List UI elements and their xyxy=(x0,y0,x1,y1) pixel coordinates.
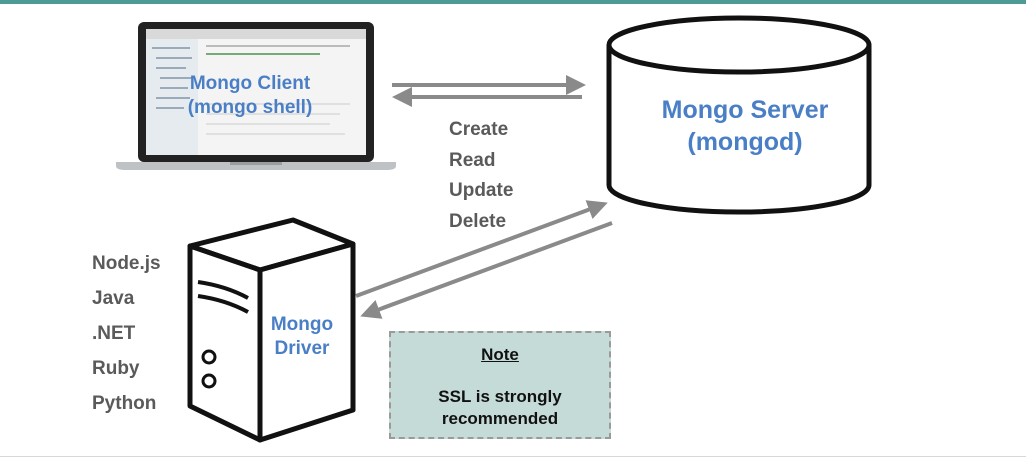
arrow-icon xyxy=(360,221,613,319)
driver-label-line2: Driver xyxy=(274,338,330,359)
language-item: Java xyxy=(92,288,135,309)
crud-item-read: Read xyxy=(449,149,496,171)
language-item: .NET xyxy=(92,323,136,344)
driver-label: Mongo Driver xyxy=(262,313,342,361)
client-label-line1: Mongo Client xyxy=(189,73,311,94)
driver-label-line1: Mongo xyxy=(270,314,334,335)
server-label: Mongo Server (mongod) xyxy=(620,94,870,158)
server-tower-icon xyxy=(187,217,356,443)
server-label-line2: (mongod) xyxy=(687,128,803,156)
client-label: Mongo Client (mongo shell) xyxy=(172,72,328,120)
crud-operations-list: Create Read Update Delete xyxy=(449,115,513,237)
language-item: Python xyxy=(92,393,157,414)
language-item: Ruby xyxy=(92,358,140,379)
crud-item-delete: Delete xyxy=(449,210,507,232)
note-title: Note xyxy=(481,345,519,364)
note-text: SSL is strongly recommended xyxy=(438,387,562,428)
crud-item-create: Create xyxy=(449,119,509,140)
language-item: Node.js xyxy=(92,253,161,274)
laptop-icon xyxy=(116,22,396,170)
database-cylinder-icon xyxy=(606,15,872,215)
note-box: Note SSL is strongly recommended xyxy=(389,331,611,439)
client-label-line2: (mongo shell) xyxy=(187,97,313,118)
arrow-icon xyxy=(355,200,608,298)
accent-bar xyxy=(0,0,1026,4)
driver-languages-list: Node.js Java .NET Ruby Python xyxy=(92,246,161,421)
server-label-line1: Mongo Server xyxy=(661,96,829,124)
bottom-divider xyxy=(0,456,1026,457)
crud-item-update: Update xyxy=(449,180,514,201)
